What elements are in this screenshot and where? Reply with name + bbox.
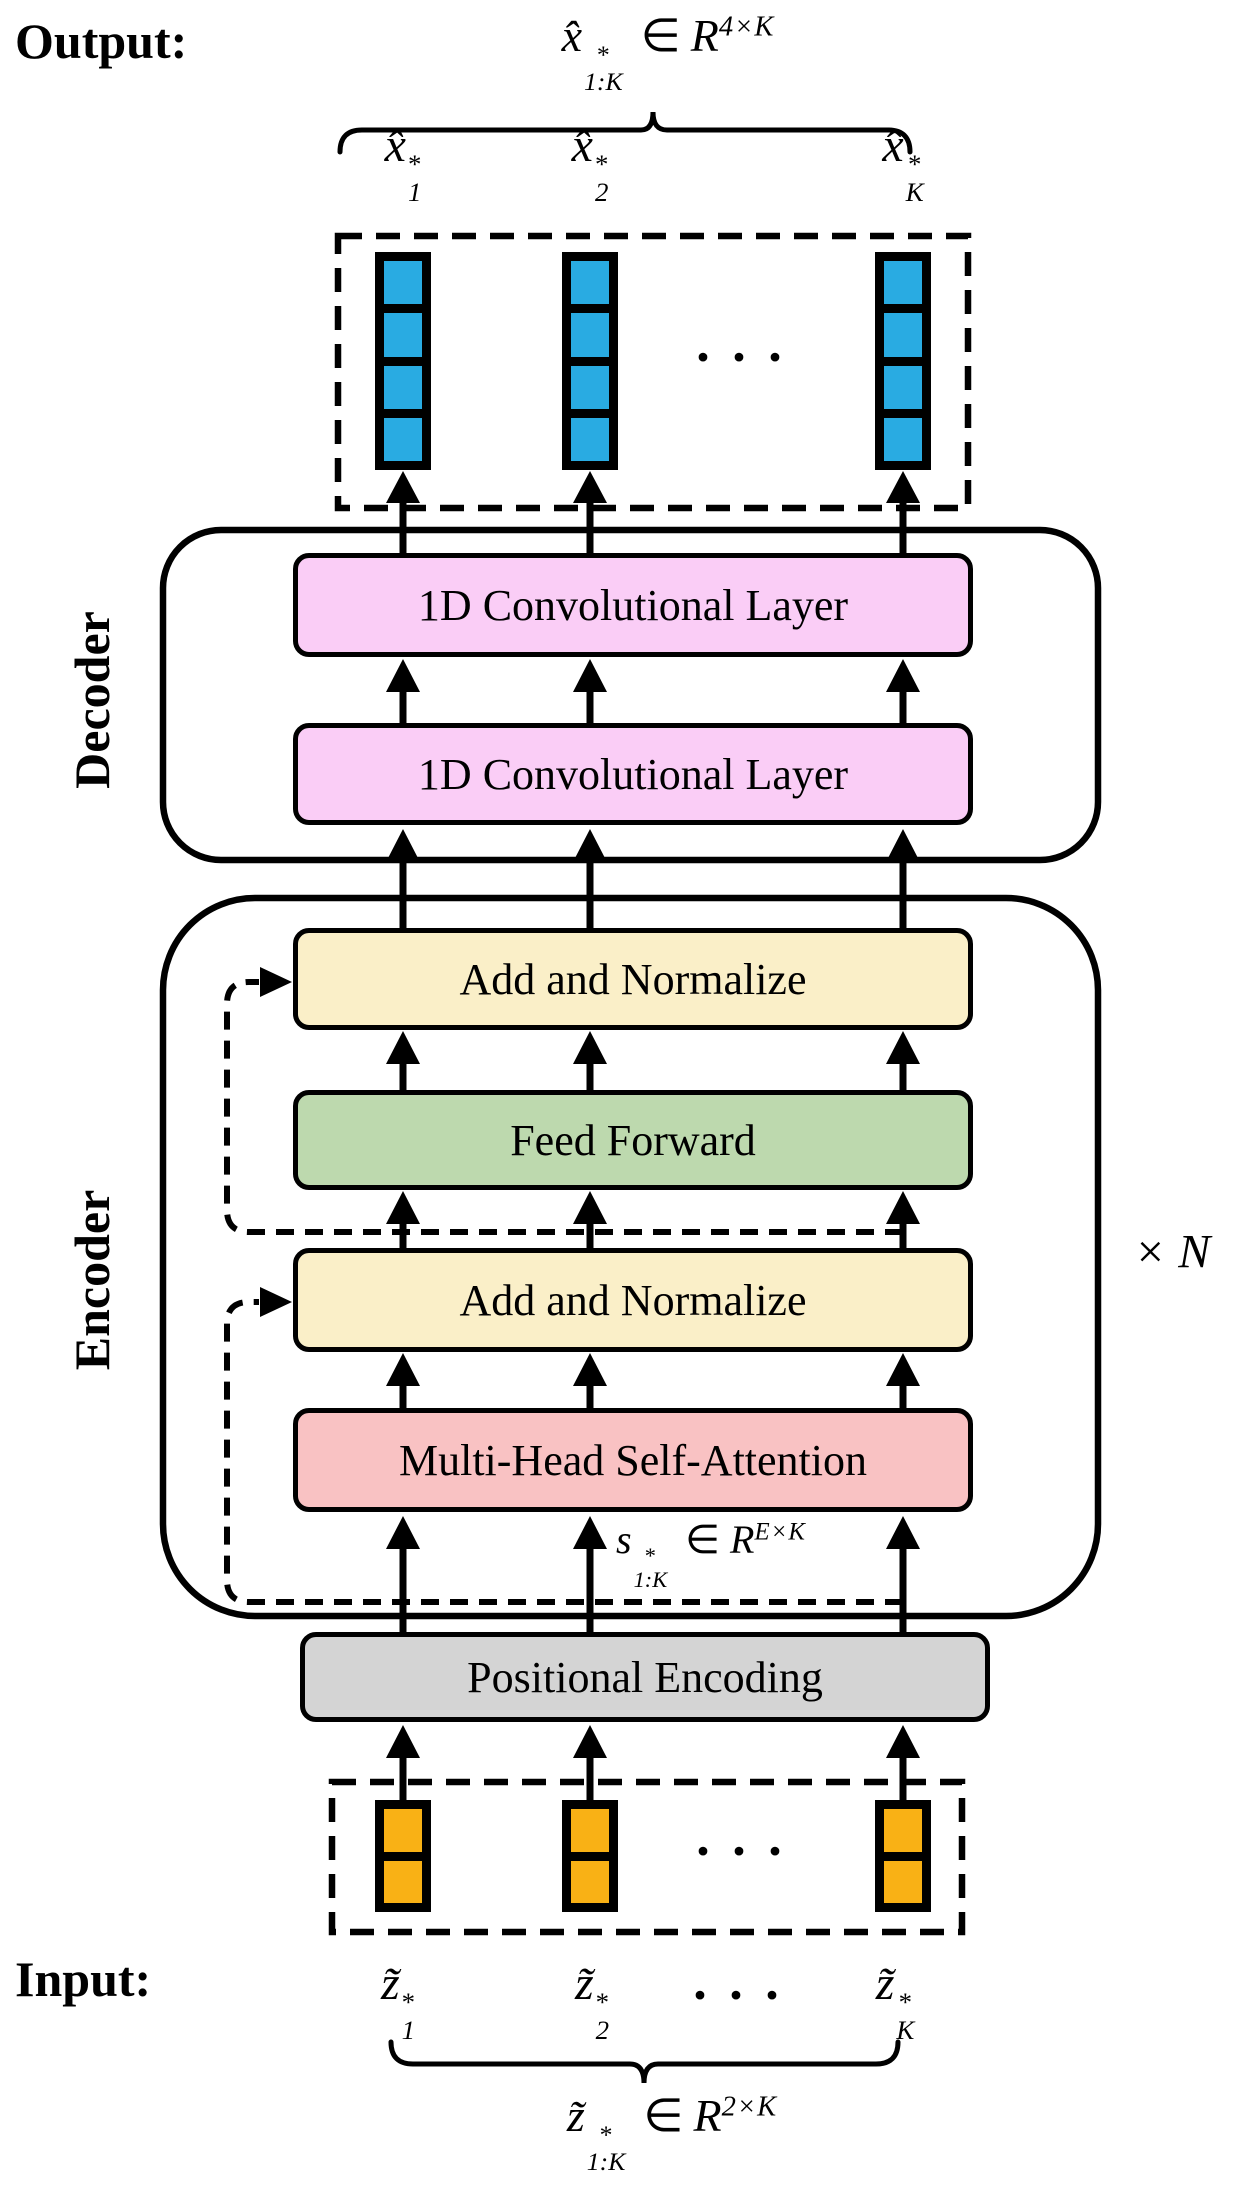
matrix-cell — [571, 1860, 609, 1903]
input-col-label-K: z̃*K — [875, 1957, 915, 2046]
repeat-n-label: × N — [1133, 1225, 1211, 1279]
matrix-cell — [884, 1809, 922, 1852]
matrix-cell — [384, 313, 422, 357]
encoder-label: Encoder — [64, 1189, 120, 1371]
matrix-cell — [384, 1860, 422, 1903]
element-of-symbol: ∈ — [640, 10, 681, 61]
output-col-label-1: x̂*1 — [384, 119, 422, 208]
output-vector-K — [875, 252, 931, 470]
formula-star: * — [596, 39, 610, 69]
input-formula: z̃*1:K∈R2×K — [566, 2090, 778, 2176]
matrix-cell — [571, 313, 609, 357]
formula-subscript: 1:K — [584, 66, 623, 96]
formula-exponent: 4×K — [718, 11, 775, 43]
residual-lower-path — [224, 1299, 903, 1605]
residual-upper-path — [224, 979, 903, 1235]
feed-forward-text: Feed Forward — [510, 1115, 756, 1165]
matrix-cell — [384, 261, 422, 305]
output-vector-1 — [375, 252, 431, 470]
output-formula: x̂ *1:K ∈R4×K — [562, 8, 775, 95]
feed-forward-box: Feed Forward — [293, 1090, 973, 1190]
input-ellipsis: ··· — [693, 1821, 803, 1881]
output-ellipsis: ··· — [693, 327, 803, 387]
self-attention-text: Multi-Head Self-Attention — [398, 1435, 867, 1485]
positional-encoding-box: Positional Encoding — [300, 1632, 990, 1722]
braces — [337, 111, 913, 2084]
matrix-cell — [884, 1860, 922, 1903]
self-attention-box: Multi-Head Self-Attention — [293, 1408, 973, 1512]
flow-arrowheads — [386, 471, 920, 1758]
add-normalize-top-box: Add and Normalize — [293, 928, 973, 1030]
flow-arrow-stems — [399, 500, 907, 1800]
input-vector-K — [875, 1800, 931, 1912]
formula-set: R — [690, 10, 719, 61]
add-normalize-top-text: Add and Normalize — [459, 954, 807, 1004]
matrix-cell — [884, 365, 922, 409]
input-vector-2 — [562, 1800, 618, 1912]
add-normalize-bottom-box: Add and Normalize — [293, 1248, 973, 1352]
input-brace — [388, 2039, 901, 2084]
input-dashed-box — [328, 1778, 966, 1936]
output-label: Output: — [15, 13, 188, 69]
decoder-label: Decoder — [64, 611, 120, 789]
conv-layer-1-text: 1D Convolutional Layer — [417, 580, 849, 630]
matrix-cell — [884, 261, 922, 305]
conv-layer-1-box: 1D Convolutional Layer — [293, 553, 973, 657]
input-label-ellipsis: ··· — [690, 1965, 800, 2025]
conv-layer-2-box: 1D Convolutional Layer — [293, 723, 973, 825]
add-normalize-bottom-text: Add and Normalize — [459, 1275, 807, 1325]
output-brace — [337, 111, 913, 155]
output-dashed-box — [334, 232, 972, 512]
matrix-cell — [884, 417, 922, 461]
positional-encoding-text: Positional Encoding — [467, 1652, 823, 1702]
matrix-cell — [884, 313, 922, 357]
state-formula: s*1:K∈RE×K — [616, 1517, 806, 1592]
input-vector-1 — [375, 1800, 431, 1912]
matrix-cell — [384, 417, 422, 461]
output-vector-2 — [562, 252, 618, 470]
output-col-label-2: x̂*2 — [571, 119, 609, 208]
matrix-cell — [571, 261, 609, 305]
formula-base: x̂ — [561, 10, 583, 61]
output-col-label-K: x̂*K — [882, 119, 924, 208]
matrix-cell — [571, 417, 609, 461]
matrix-cell — [384, 365, 422, 409]
matrix-cell — [384, 1809, 422, 1852]
matrix-cell — [571, 365, 609, 409]
matrix-cell — [571, 1809, 609, 1852]
input-col-label-2: z̃*2 — [574, 1957, 610, 2046]
residual-connections — [224, 979, 903, 1605]
input-label: Input: — [15, 1951, 152, 2007]
conv-layer-2-text: 1D Convolutional Layer — [417, 749, 849, 799]
input-col-label-1: z̃*1 — [380, 1957, 416, 2046]
residual-arrowheads — [260, 967, 292, 1317]
